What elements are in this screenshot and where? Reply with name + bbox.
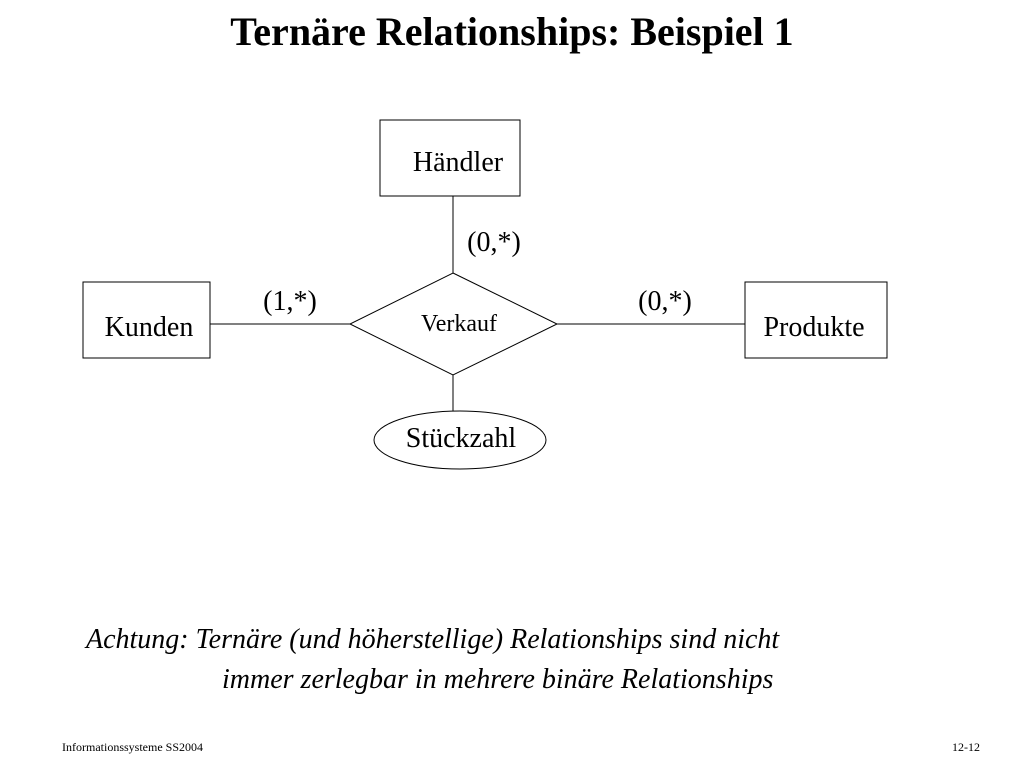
entity-haendler-box	[379, 119, 521, 197]
entity-produkte-box	[744, 281, 888, 359]
warning-note-line-1: Achtung: Ternäre (und höherstellige) Rel…	[86, 624, 780, 655]
attribute-stueckzahl-ellipse	[373, 410, 547, 470]
attribute-stueckzahl-label: Stückzahl	[406, 423, 517, 454]
entity-kunden-box	[82, 281, 211, 359]
warning-note: Achtung: Ternäre (und höherstellige) Rel…	[86, 620, 986, 700]
cardinality-produkte: (0,*)	[638, 286, 692, 317]
entity-kunden-label: Kunden	[105, 312, 194, 343]
footer-course: Informationssysteme SS2004	[62, 740, 203, 754]
relationship-verkauf-label: Verkauf	[421, 311, 497, 337]
cardinality-kunden: (1,*)	[263, 286, 317, 317]
entity-haendler-label: Händler	[413, 147, 504, 178]
entity-produkte-label: Produkte	[763, 312, 864, 343]
relationship-verkauf-diamond	[348, 272, 559, 376]
cardinality-haendler: (0,*)	[467, 227, 521, 258]
warning-note-line-2: immer zerlegbar in mehrere binäre Relati…	[222, 664, 774, 695]
page-title: Ternäre Relationships: Beispiel 1	[230, 9, 794, 54]
footer-page-number: 12-12	[952, 740, 980, 754]
